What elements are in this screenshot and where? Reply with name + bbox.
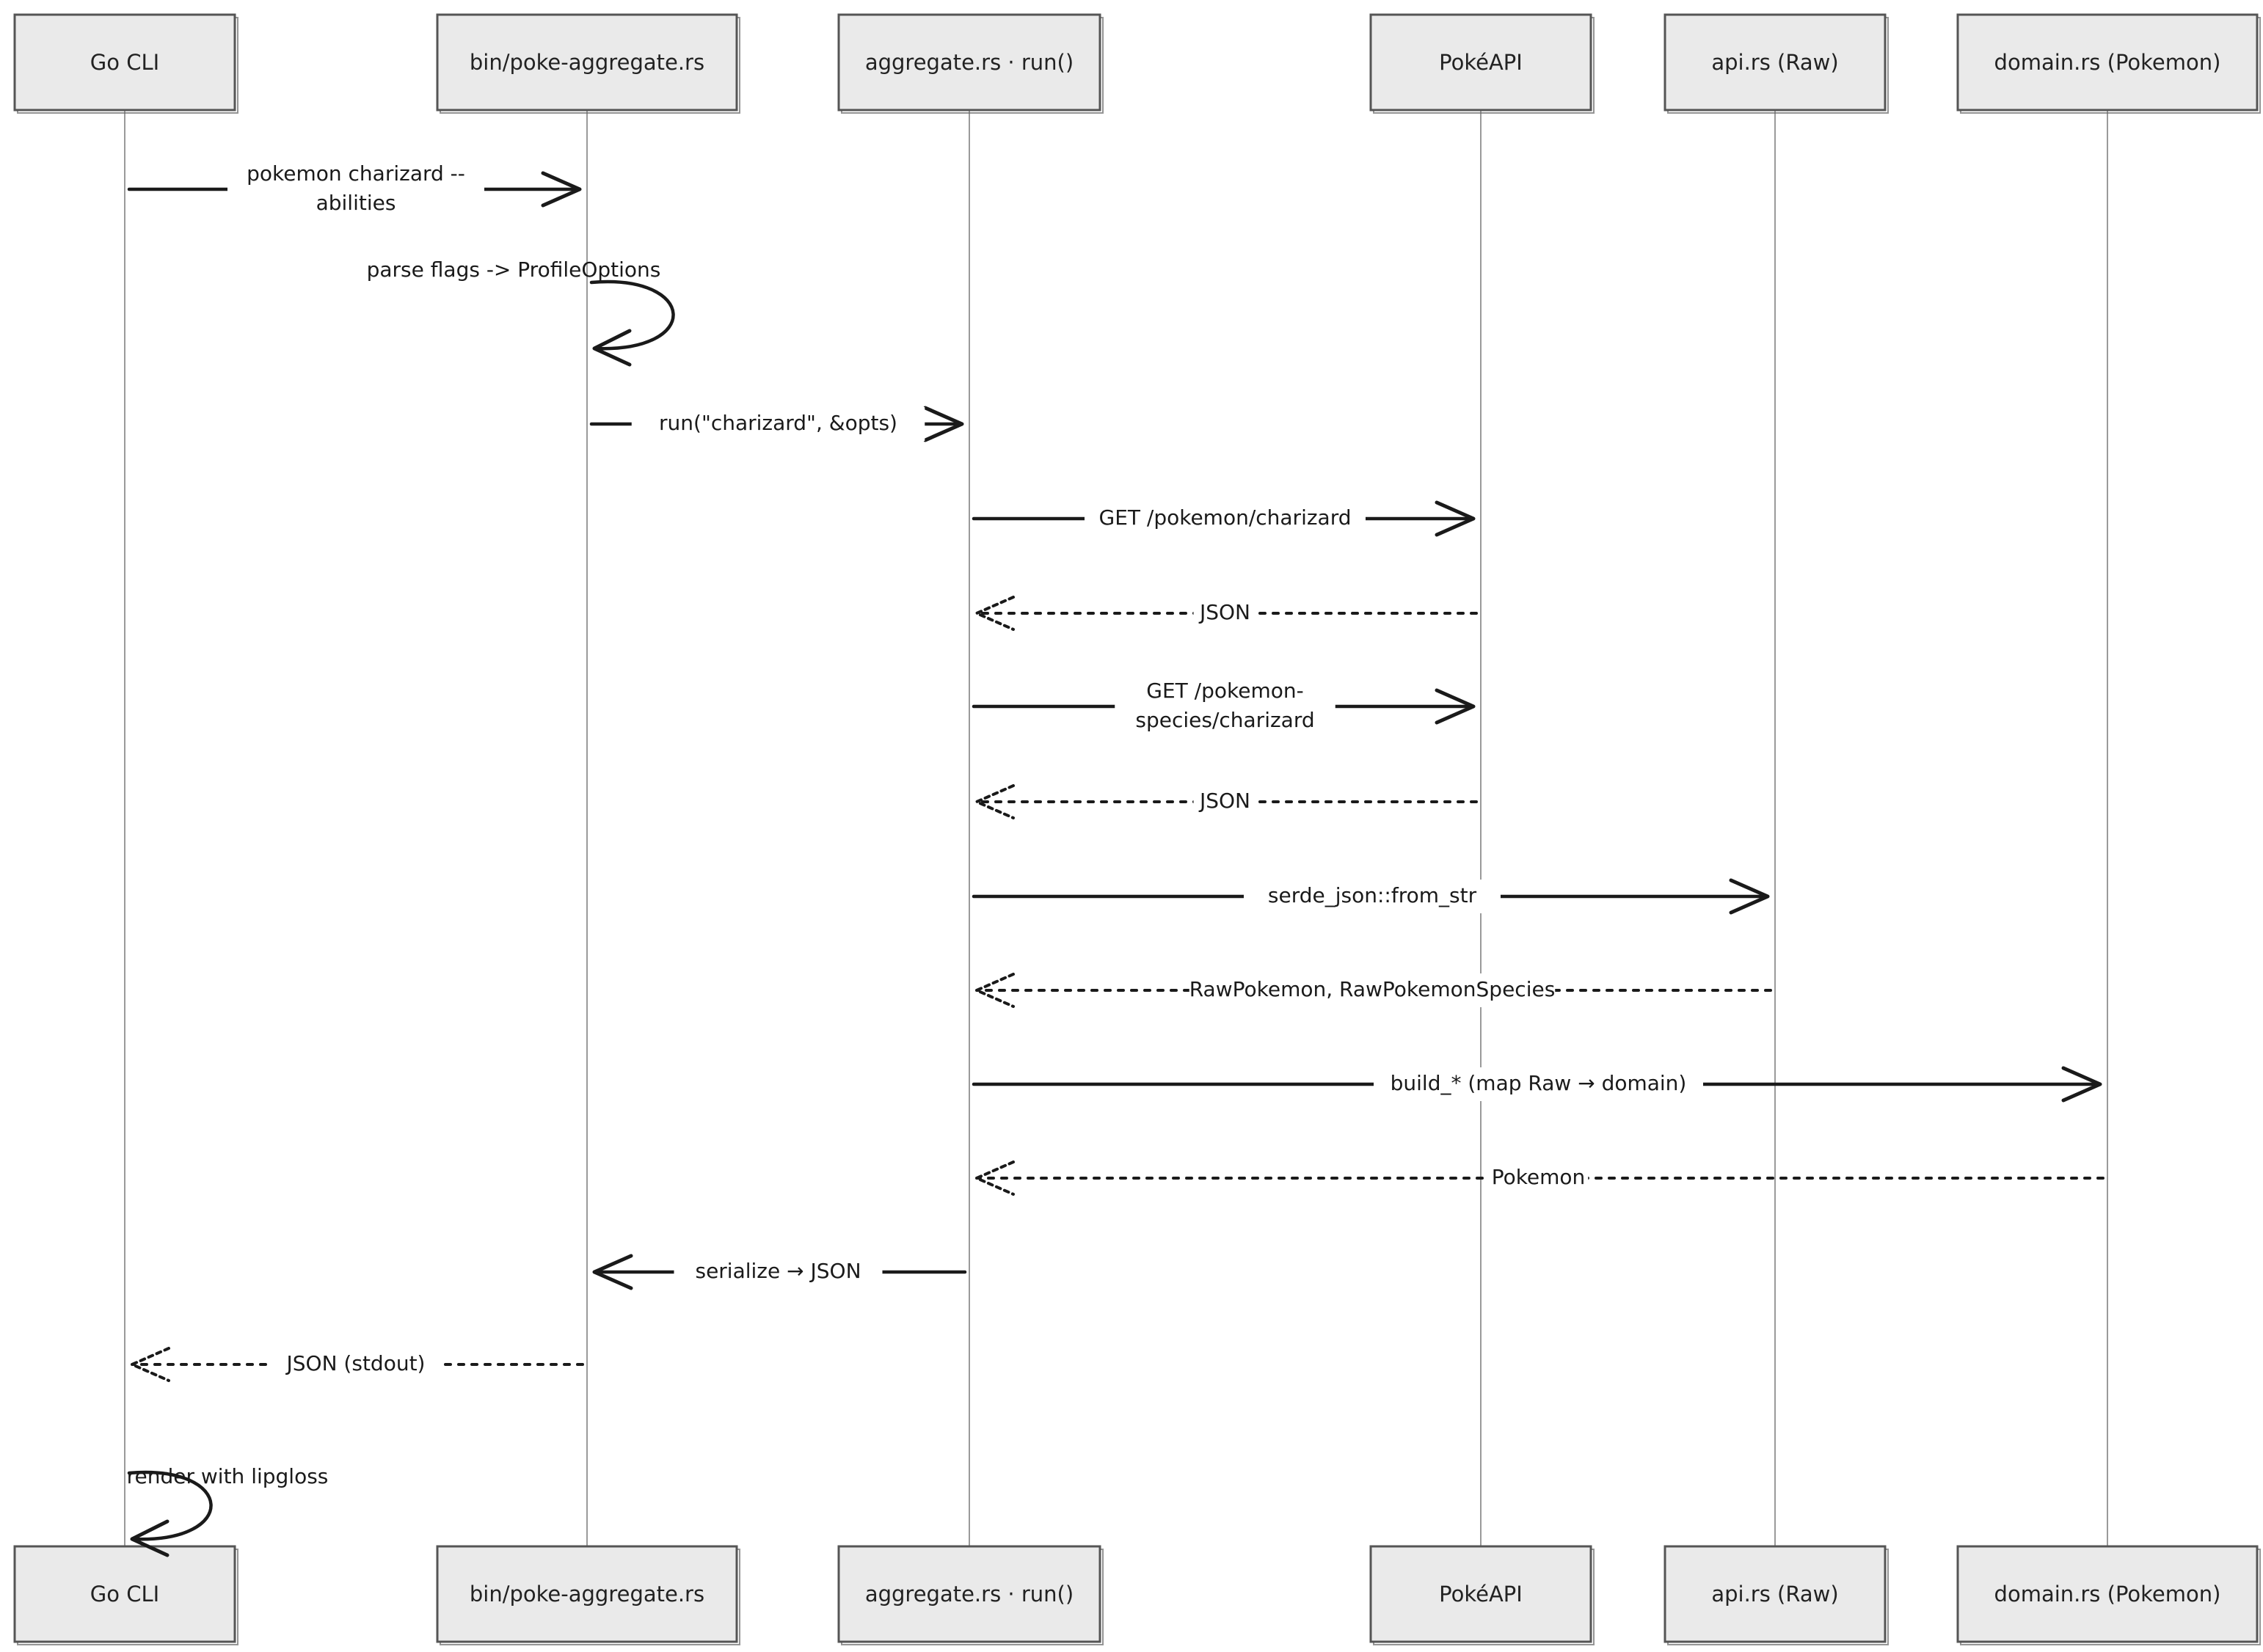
message-14: render with lipgloss bbox=[127, 1464, 329, 1557]
message-line bbox=[589, 279, 675, 351]
message-7: JSON bbox=[975, 784, 1478, 819]
message-label: Pokemon bbox=[1492, 1165, 1586, 1189]
participant-label: api.rs (Raw) bbox=[1711, 1582, 1838, 1607]
message-label: GET /pokemon/charizard bbox=[1099, 505, 1352, 530]
message-5: JSON bbox=[975, 596, 1478, 631]
participant-label: aggregate.rs · run() bbox=[865, 50, 1074, 75]
participant-box bbox=[837, 1545, 1101, 1643]
participant-box bbox=[1369, 13, 1592, 112]
arrow-head bbox=[1435, 688, 1476, 725]
arrow-head bbox=[1435, 500, 1476, 537]
arrow-head bbox=[592, 1254, 633, 1290]
arrow-head bbox=[975, 596, 1015, 631]
participant-label: bin/poke-aggregate.rs bbox=[470, 1582, 704, 1607]
message-label-bg bbox=[1193, 596, 1257, 630]
message-10: build_* (map Raw → domain) bbox=[972, 1066, 2102, 1103]
arrow-head bbox=[592, 329, 632, 367]
message-label: GET /pokemon- bbox=[1146, 679, 1303, 703]
message-label-bg bbox=[1193, 785, 1257, 819]
participant-box bbox=[436, 13, 738, 112]
message-label: render with lipgloss bbox=[127, 1464, 329, 1488]
lifelines bbox=[124, 110, 2108, 1546]
participant-label: Go CLI bbox=[90, 1582, 159, 1607]
message-13: JSON (stdout) bbox=[131, 1347, 584, 1382]
participant-box bbox=[13, 1545, 236, 1643]
message-11: Pokemon bbox=[975, 1161, 2105, 1196]
participant-go_cli-top: Go CLI bbox=[13, 13, 238, 114]
participant-go_cli-bottom: Go CLI bbox=[13, 1545, 238, 1645]
participant-label: Go CLI bbox=[90, 50, 159, 75]
message-label: serde_json::from_str bbox=[1268, 883, 1477, 907]
participant-aggregate-bottom: aggregate.rs · run() bbox=[837, 1545, 1104, 1645]
participant-box bbox=[13, 13, 236, 112]
participant-label: domain.rs (Pokemon) bbox=[1994, 1582, 2221, 1607]
participant-box bbox=[1663, 13, 1887, 112]
message-label: parse flags -> ProfileOptions bbox=[367, 257, 661, 282]
message-label: RawPokemon, RawPokemonSpecies bbox=[1189, 977, 1556, 1001]
message-label-bg bbox=[1374, 1067, 1703, 1101]
message-label-bg bbox=[1488, 1161, 1589, 1195]
participant-box bbox=[1663, 1545, 1887, 1643]
message-label-bg bbox=[1085, 502, 1366, 536]
message-1: pokemon charizard -- abilities bbox=[127, 158, 582, 221]
message-3: run("charizard", &opts) bbox=[589, 406, 964, 442]
participant-pokeapi-top: PokéAPI bbox=[1369, 13, 1595, 114]
message-label: run("charizard", &opts) bbox=[659, 411, 897, 435]
message-label-bg bbox=[1115, 675, 1335, 738]
participant-bin-top: bin/poke-aggregate.rs bbox=[436, 13, 740, 114]
message-label: JSON (stdout) bbox=[285, 1351, 426, 1375]
participant-box bbox=[1956, 13, 2259, 112]
arrow-head bbox=[541, 171, 582, 208]
arrow-head bbox=[923, 406, 964, 442]
message-label: species/charizard bbox=[1135, 708, 1314, 732]
message-label-bg bbox=[1189, 973, 1556, 1007]
message-label-bg bbox=[269, 1348, 442, 1381]
message-2: parse flags -> ProfileOptions bbox=[367, 257, 675, 367]
message-label-bg bbox=[1244, 880, 1501, 913]
participant-domain-top: domain.rs (Pokemon) bbox=[1956, 13, 2261, 114]
message-label-bg bbox=[227, 158, 484, 221]
message-label: JSON bbox=[1198, 789, 1250, 813]
participant-label: aggregate.rs · run() bbox=[865, 1582, 1074, 1607]
participant-box bbox=[837, 13, 1101, 112]
message-label: JSON bbox=[1198, 600, 1250, 624]
message-9: RawPokemon, RawPokemonSpecies bbox=[975, 973, 1772, 1008]
message-12: serialize → JSON bbox=[592, 1254, 967, 1290]
participant-box bbox=[1956, 1545, 2259, 1643]
participant-api-bottom: api.rs (Raw) bbox=[1663, 1545, 1889, 1645]
participant-box bbox=[436, 1545, 738, 1643]
participant-box bbox=[1369, 1545, 1592, 1643]
message-label: serialize → JSON bbox=[695, 1259, 861, 1283]
message-line bbox=[127, 1470, 213, 1541]
message-label: pokemon charizard -- bbox=[247, 161, 465, 186]
arrow-head bbox=[2061, 1066, 2102, 1103]
arrow-head bbox=[130, 1519, 170, 1557]
participant-aggregate-top: aggregate.rs · run() bbox=[837, 13, 1104, 114]
participant-label: PokéAPI bbox=[1439, 50, 1523, 75]
message-8: serde_json::from_str bbox=[972, 878, 1770, 915]
message-label: build_* (map Raw → domain) bbox=[1391, 1071, 1687, 1095]
participant-label: domain.rs (Pokemon) bbox=[1994, 50, 2221, 75]
message-label-bg bbox=[674, 1255, 883, 1289]
participant-bin-bottom: bin/poke-aggregate.rs bbox=[436, 1545, 740, 1645]
arrow-head bbox=[975, 784, 1015, 819]
arrow-head bbox=[975, 973, 1015, 1008]
arrow-head bbox=[975, 1161, 1015, 1196]
participant-label: bin/poke-aggregate.rs bbox=[470, 50, 704, 75]
message-6: GET /pokemon-species/charizard bbox=[972, 675, 1476, 738]
participant-domain-bottom: domain.rs (Pokemon) bbox=[1956, 1545, 2261, 1645]
message-label: abilities bbox=[316, 191, 396, 215]
arrow-head bbox=[131, 1347, 170, 1382]
participant-label: PokéAPI bbox=[1439, 1582, 1523, 1607]
participant-label: api.rs (Raw) bbox=[1711, 50, 1838, 75]
message-label-bg bbox=[631, 407, 925, 441]
participant-api-top: api.rs (Raw) bbox=[1663, 13, 1889, 114]
message-4: GET /pokemon/charizard bbox=[972, 500, 1476, 537]
participant-pokeapi-bottom: PokéAPI bbox=[1369, 1545, 1595, 1645]
arrow-head bbox=[1729, 878, 1770, 915]
